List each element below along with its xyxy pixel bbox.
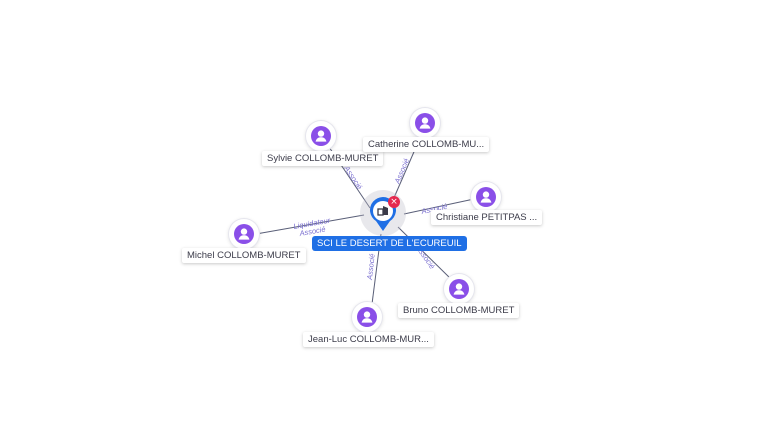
edge-bruno bbox=[397, 226, 453, 281]
person-node-christiane[interactable] bbox=[471, 182, 501, 212]
person-node-bruno[interactable] bbox=[444, 274, 474, 304]
user-icon bbox=[415, 113, 435, 133]
person-label-sylvie[interactable]: Sylvie COLLOMB-MURET bbox=[262, 151, 384, 166]
person-label-jeanluc[interactable]: Jean-Luc COLLOMB-MUR... bbox=[303, 332, 434, 347]
person-node-catherine[interactable] bbox=[410, 108, 440, 138]
edge-michel bbox=[255, 214, 365, 235]
edge-christiane bbox=[403, 198, 475, 215]
person-label-christiane[interactable]: Christiane PETITPAS ... bbox=[431, 210, 543, 225]
person-label-bruno[interactable]: Bruno COLLOMB-MURET bbox=[398, 303, 520, 318]
edge-label-jeanluc: Associé bbox=[365, 253, 377, 281]
person-label-catherine[interactable]: Catherine COLLOMB-MU... bbox=[363, 137, 490, 152]
user-icon bbox=[449, 279, 469, 299]
user-icon bbox=[234, 224, 254, 244]
person-label-michel[interactable]: Michel COLLOMB-MURET bbox=[182, 248, 306, 263]
person-node-sylvie[interactable] bbox=[306, 121, 336, 151]
person-node-jeanluc[interactable] bbox=[352, 302, 382, 332]
user-icon bbox=[476, 187, 496, 207]
close-icon[interactable]: × bbox=[388, 196, 400, 208]
user-icon bbox=[357, 307, 377, 327]
edge-label-catherine: Associé bbox=[392, 157, 411, 186]
company-label[interactable]: SCI LE DESERT DE L'ECUREUIL bbox=[312, 236, 467, 251]
user-icon bbox=[311, 126, 331, 146]
building-icon bbox=[377, 206, 388, 216]
edge-label-sylvie: Associé bbox=[342, 163, 364, 191]
person-node-michel[interactable] bbox=[229, 219, 259, 249]
